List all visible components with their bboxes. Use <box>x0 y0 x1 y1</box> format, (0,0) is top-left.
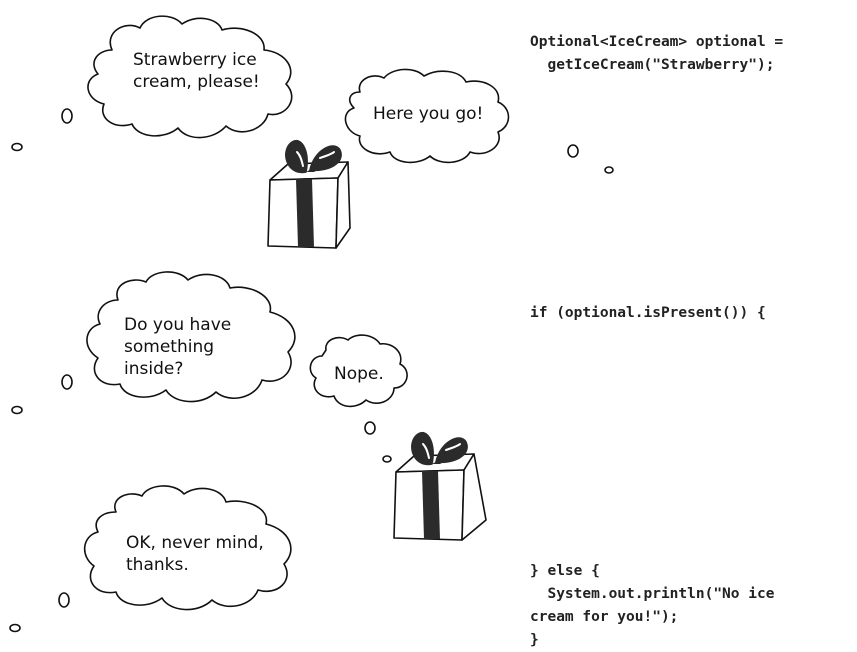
thought-trail-icon <box>58 592 70 608</box>
thought-trail-icon <box>11 142 23 152</box>
thought-trail-icon <box>364 421 376 435</box>
thought-trail-icon <box>61 108 73 124</box>
gift-box-icon <box>393 431 487 541</box>
thought-bubble-icon <box>344 68 510 164</box>
box-reply-1: Here you go! <box>373 104 484 124</box>
thought-bubble-icon <box>309 334 408 408</box>
thought-bubble-icon <box>83 485 292 611</box>
thought-trail-icon <box>567 144 579 158</box>
code-snippet-2: if (optional.isPresent()) { <box>530 305 766 321</box>
thought-trail-icon <box>61 374 73 390</box>
thought-bubble-icon <box>87 15 293 139</box>
customer-speech-1: Strawberry ice cream, please! <box>133 50 260 92</box>
thought-trail-icon <box>11 405 23 415</box>
thought-trail-icon <box>382 455 392 463</box>
thought-trail-icon <box>9 623 21 633</box>
thought-bubble-icon <box>86 271 296 403</box>
code-snippet-3: } else { System.out.println("No ice crea… <box>530 563 775 648</box>
box-reply-2: Nope. <box>334 364 384 384</box>
thought-trail-icon <box>604 166 614 174</box>
code-snippet-1: Optional<IceCream> optional = getIceCrea… <box>530 34 784 73</box>
gift-box-icon <box>267 139 351 249</box>
customer-speech-3: OK, never mind, thanks. <box>126 533 264 575</box>
customer-speech-2: Do you have something inside? <box>124 315 232 379</box>
